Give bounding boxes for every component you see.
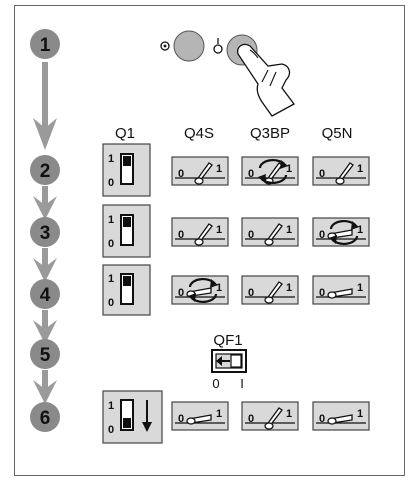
- breaker-on-label: I: [240, 376, 244, 391]
- svg-text:0: 0: [248, 229, 254, 241]
- column-header-q5n: Q5N: [322, 125, 353, 142]
- q4s-switch-row2: 0 1: [171, 156, 229, 186]
- q3bp-switch-row2: 0 1: [241, 156, 299, 186]
- q4s-switch-row4: 0 1: [171, 275, 229, 305]
- svg-text:1: 1: [286, 282, 292, 294]
- q3bp-switch-row6: 0 1: [241, 401, 299, 431]
- svg-text:0: 0: [178, 413, 184, 425]
- svg-text:0: 0: [319, 413, 325, 425]
- svg-text:0: 0: [108, 424, 114, 436]
- step-badge-2: 2: [30, 155, 60, 185]
- step-flow-arrows: [33, 62, 57, 404]
- svg-text:1: 1: [286, 408, 292, 420]
- svg-text:1: 1: [216, 282, 222, 294]
- svg-text:6: 6: [40, 408, 51, 429]
- svg-text:1: 1: [357, 163, 363, 175]
- column-header-q1: Q1: [115, 125, 135, 142]
- svg-text:0: 0: [108, 297, 114, 309]
- svg-text:1: 1: [286, 224, 292, 236]
- svg-text:1: 1: [357, 224, 363, 236]
- svg-text:1: 1: [216, 408, 222, 420]
- svg-text:0: 0: [319, 287, 325, 299]
- svg-text:0: 0: [248, 413, 254, 425]
- q4s-switch-row6: 0 1: [171, 401, 229, 431]
- step-badge-1: 1: [30, 29, 60, 59]
- pressed-button-icon: [160, 41, 170, 51]
- svg-text:1: 1: [357, 282, 363, 294]
- svg-text:1: 1: [108, 153, 114, 165]
- svg-text:2: 2: [40, 161, 51, 182]
- svg-text:0: 0: [178, 229, 184, 241]
- svg-text:0: 0: [108, 238, 114, 250]
- step-badge-3: 3: [30, 217, 60, 247]
- q1-switch-row6: 1 0: [102, 390, 163, 444]
- step-badge-6: 6: [30, 402, 60, 432]
- svg-text:1: 1: [357, 408, 363, 420]
- svg-text:1: 1: [286, 163, 292, 175]
- q5n-switch-row6: 0 1: [312, 401, 370, 431]
- q5n-switch-row3: 0 1: [312, 217, 370, 247]
- column-header-q4s: Q4S: [184, 125, 214, 142]
- svg-text:4: 4: [40, 285, 51, 306]
- svg-text:0: 0: [319, 168, 325, 180]
- q5n-switch-row4: 0 1: [312, 275, 370, 305]
- svg-text:1: 1: [108, 214, 114, 226]
- svg-text:0: 0: [108, 177, 114, 189]
- svg-text:0: 0: [178, 168, 184, 180]
- column-header-q3bp: Q3BP: [250, 125, 290, 142]
- q5n-switch-row2: 0 1: [312, 156, 370, 186]
- svg-text:0: 0: [248, 287, 254, 299]
- push-button-left: [173, 30, 205, 62]
- q1-switch-row4: 1 0: [102, 264, 151, 316]
- svg-text:1: 1: [216, 224, 222, 236]
- q1-switch-row3: 1 0: [102, 204, 151, 258]
- q3bp-switch-row3: 0 1: [241, 217, 299, 247]
- svg-text:0: 0: [319, 229, 325, 241]
- svg-text:5: 5: [40, 345, 51, 366]
- svg-text:1: 1: [108, 400, 114, 412]
- step-badge-4: 4: [30, 279, 60, 309]
- svg-text:0: 0: [248, 168, 254, 180]
- finger-press-icon: [237, 43, 295, 117]
- breaker-off-arrow-icon: [216, 356, 222, 366]
- svg-text:1: 1: [40, 35, 51, 56]
- q1-switch-row2: 1 0: [102, 143, 151, 197]
- svg-text:1: 1: [108, 273, 114, 285]
- release-button-icon: [213, 38, 223, 54]
- breaker-off-label: 0: [212, 376, 219, 391]
- q3bp-switch-row4: 0 1: [241, 275, 299, 305]
- step-badge-5: 5: [30, 339, 60, 369]
- breaker-qf1: [211, 349, 247, 373]
- svg-text:3: 3: [40, 223, 51, 244]
- breaker-label: QF1: [213, 332, 242, 349]
- svg-text:1: 1: [216, 163, 222, 175]
- svg-text:0: 0: [178, 287, 184, 299]
- q4s-switch-row3: 0 1: [171, 217, 229, 247]
